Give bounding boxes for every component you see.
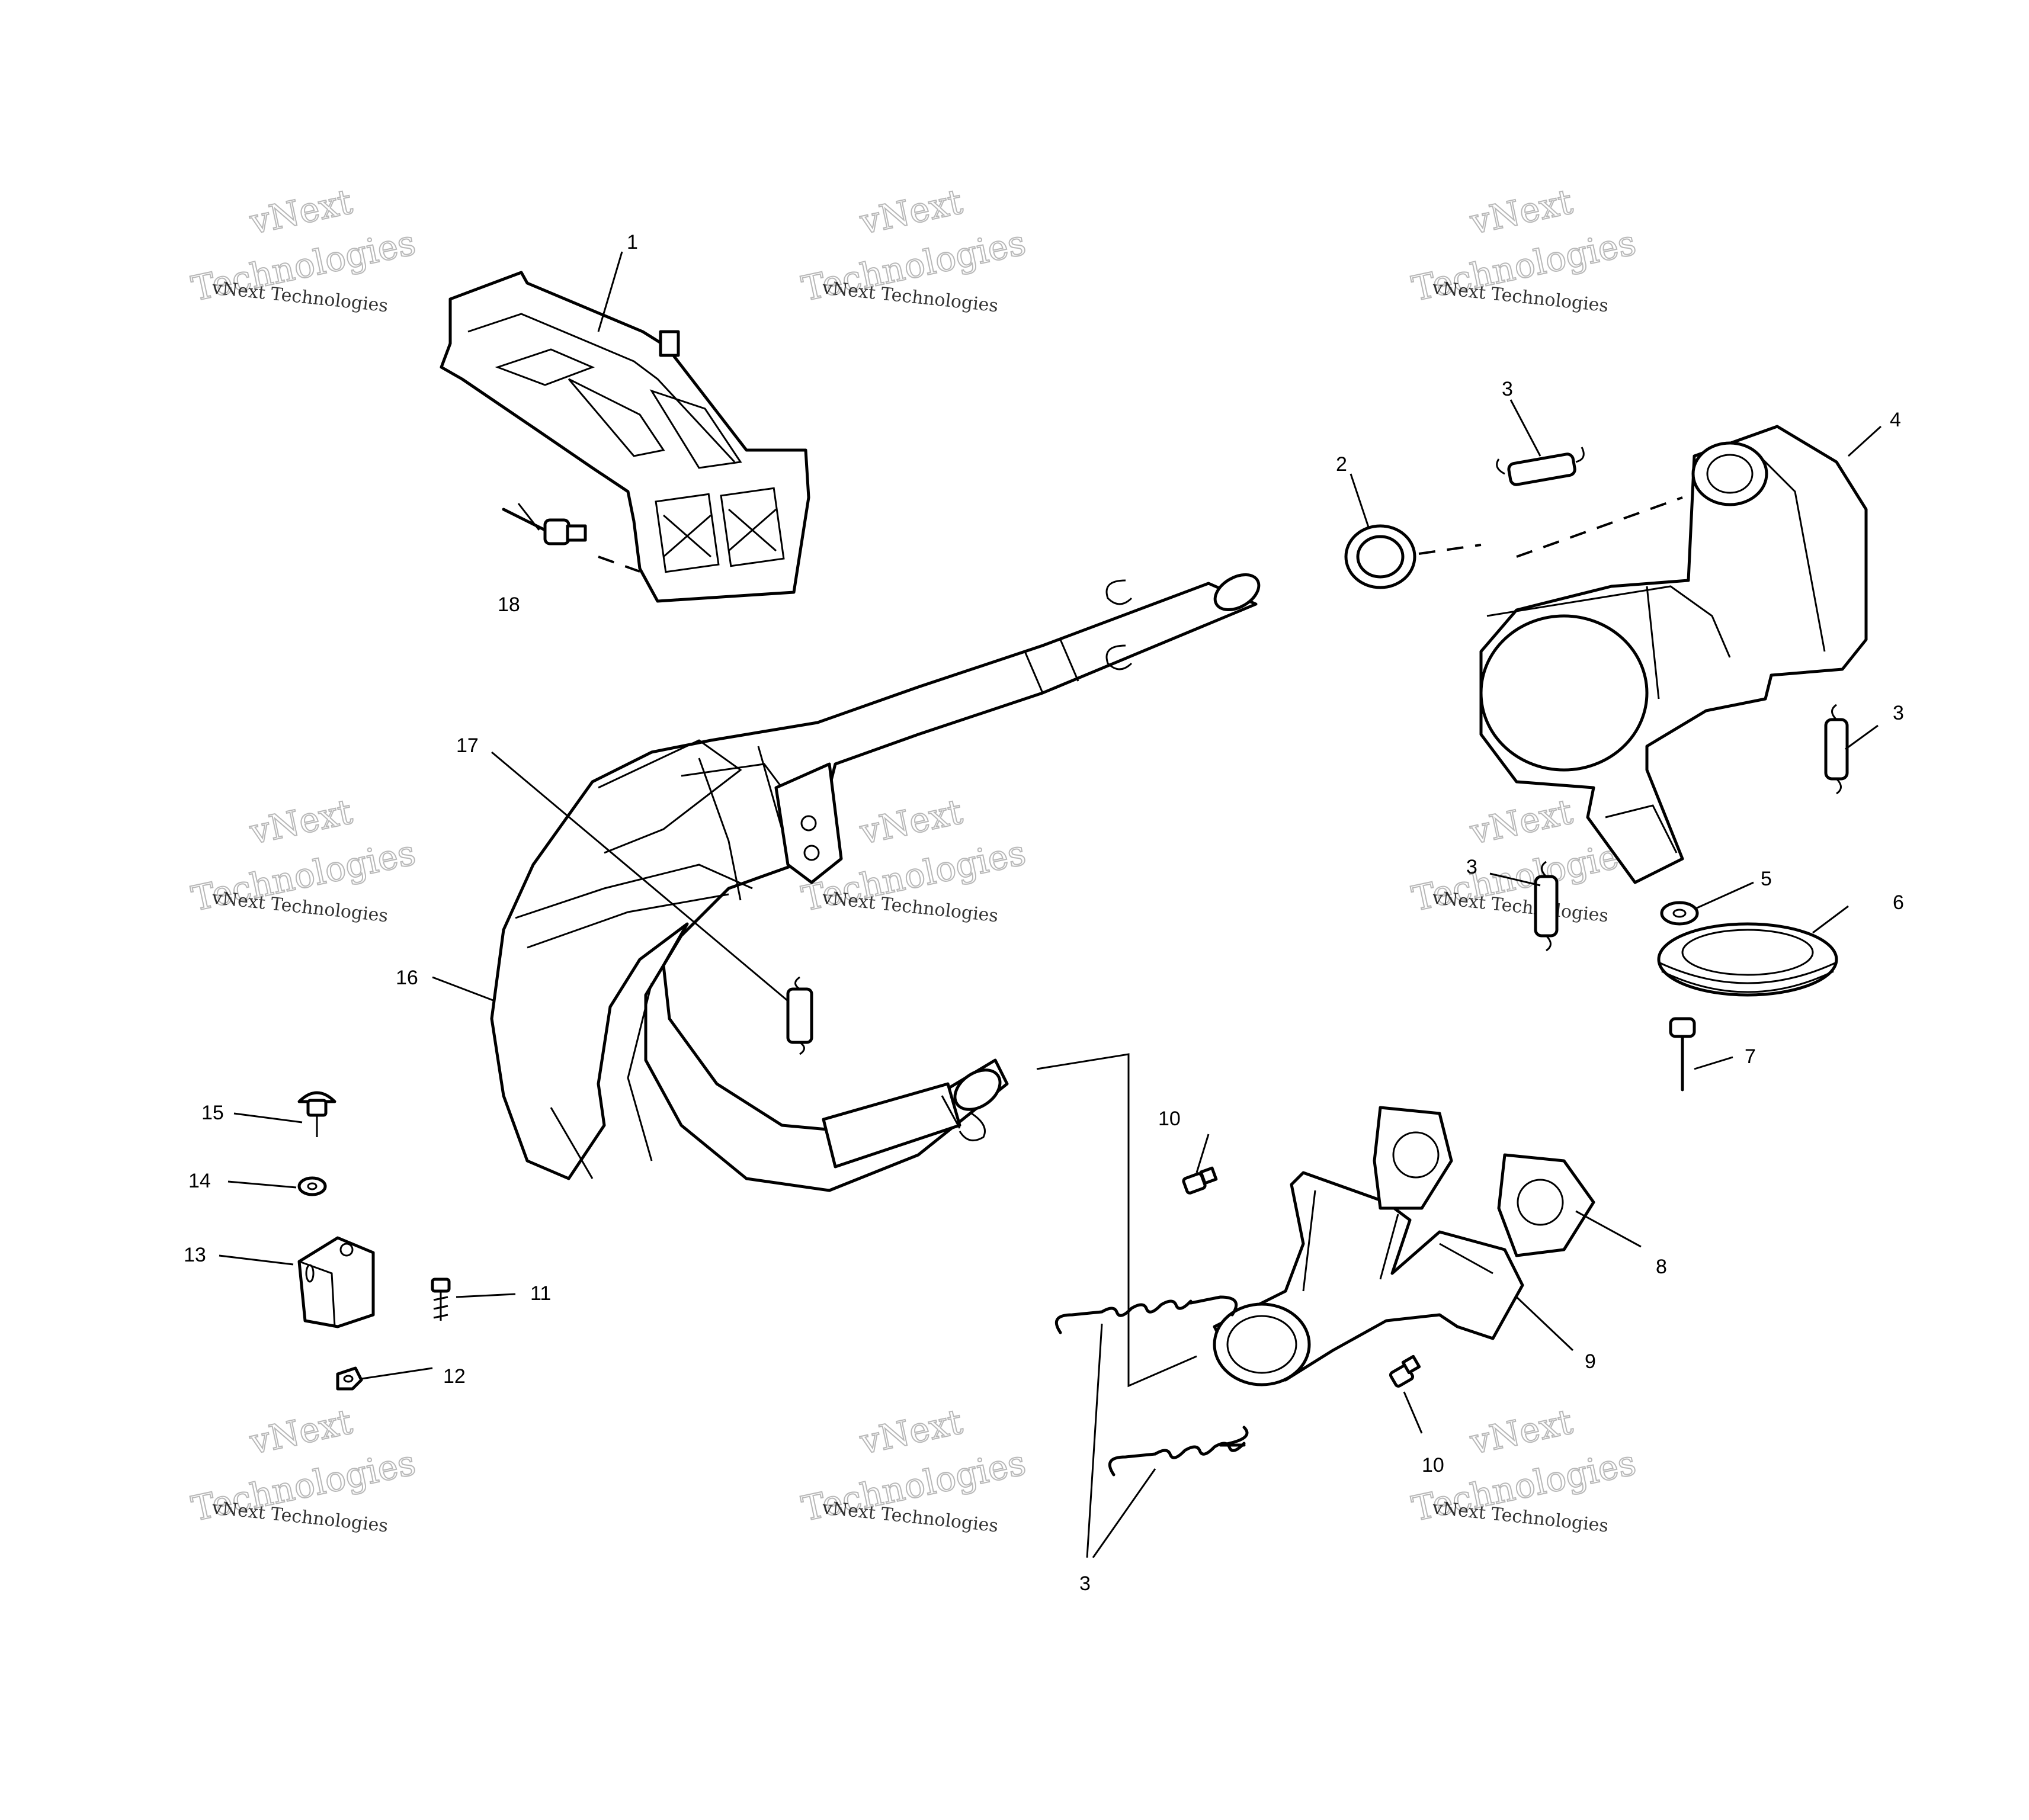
watermark-large-top: vNext [1466,181,1576,242]
part-16-expansion-pipe [490,573,1261,1192]
assembly-bracket-line [1036,1053,1197,1388]
part-10-bolt-lower [1389,1354,1421,1388]
watermark: vNext Technologies vNext Technologies [797,181,1030,316]
callout-12: 12 [443,1365,466,1388]
part-6-grommet [1657,922,1838,997]
callout-17: 17 [456,734,479,757]
callout-14: 14 [188,1170,211,1192]
part-18-rivet [502,508,640,573]
part-10-bolt-upper [1182,1166,1218,1195]
callout-8: 8 [1656,1256,1667,1278]
callout-9: 9 [1585,1350,1596,1373]
callout-3: 3 [1466,856,1477,878]
watermark-large-top: vNext [856,181,966,242]
part-3-spring-upper [1496,447,1585,486]
part-3-spring-middle [1534,861,1559,952]
watermark-large-top: vNext [856,791,966,852]
part-4-muffler [1479,425,1868,884]
callout-3: 3 [1893,702,1904,724]
part-8-gasket-lower [1497,1153,1595,1257]
part-3-spring-bottom-b [1108,1426,1249,1476]
watermark: vNext Technologies vNext Technologies [1408,181,1640,316]
watermark-large-top: vNext [1466,791,1576,852]
callout-16: 16 [396,967,418,989]
callout-13: 13 [184,1244,206,1266]
part-15-bolt [297,1091,336,1137]
callout-6: 6 [1893,891,1904,914]
callout-3: 3 [1079,1572,1091,1595]
part-11-bolt [431,1277,451,1321]
watermark-large-top: vNext [246,181,355,242]
part-17-spring [786,976,813,1055]
part-7-rivet [1669,1017,1696,1092]
watermark-large-top: vNext [246,791,355,852]
watermark-large-top: vNext [1466,1401,1576,1462]
part-5-washer [1660,901,1699,926]
part-8-gasket-upper [1373,1106,1453,1210]
callout-2: 2 [1336,453,1347,476]
callout-5: 5 [1761,868,1772,890]
part-9-y-manifold [1213,1171,1524,1386]
watermark: vNext Technologies vNext Technologies [187,181,419,316]
callout-11: 11 [530,1282,551,1305]
callout-7: 7 [1745,1045,1756,1068]
callout-3: 3 [1502,378,1513,400]
watermark: vNext Technologies vNext Technologies [187,791,419,926]
callout-15: 15 [201,1102,224,1124]
watermark-large-top: vNext [856,1401,966,1462]
callout-18: 18 [498,593,520,616]
callout-10: 10 [1422,1454,1444,1476]
part-3-spring-bottom-a [1054,1295,1238,1334]
callout-4: 4 [1890,409,1901,431]
watermark: vNext Technologies vNext Technologies [187,1401,419,1536]
part-13-bracket [297,1236,375,1328]
part-2-seal-ring [1344,524,1482,589]
leader-lines [219,251,1882,1558]
part-12-nut [336,1366,363,1391]
callout-10: 10 [1158,1108,1181,1130]
part-14-washer [297,1176,327,1196]
part-1-mounting-plate [440,271,810,603]
watermarks: vNext Technologies vNext Technologies vN… [187,181,1640,1536]
part-3-spring-right [1824,704,1849,795]
watermark: vNext Technologies vNext Technologies [797,1401,1030,1536]
watermark-large-top: vNext [246,1401,355,1462]
callout-1: 1 [627,231,638,253]
callouts: 1 2 3 4 3 3 5 6 7 8 9 10 10 11 12 13 14 … [184,231,1904,1595]
